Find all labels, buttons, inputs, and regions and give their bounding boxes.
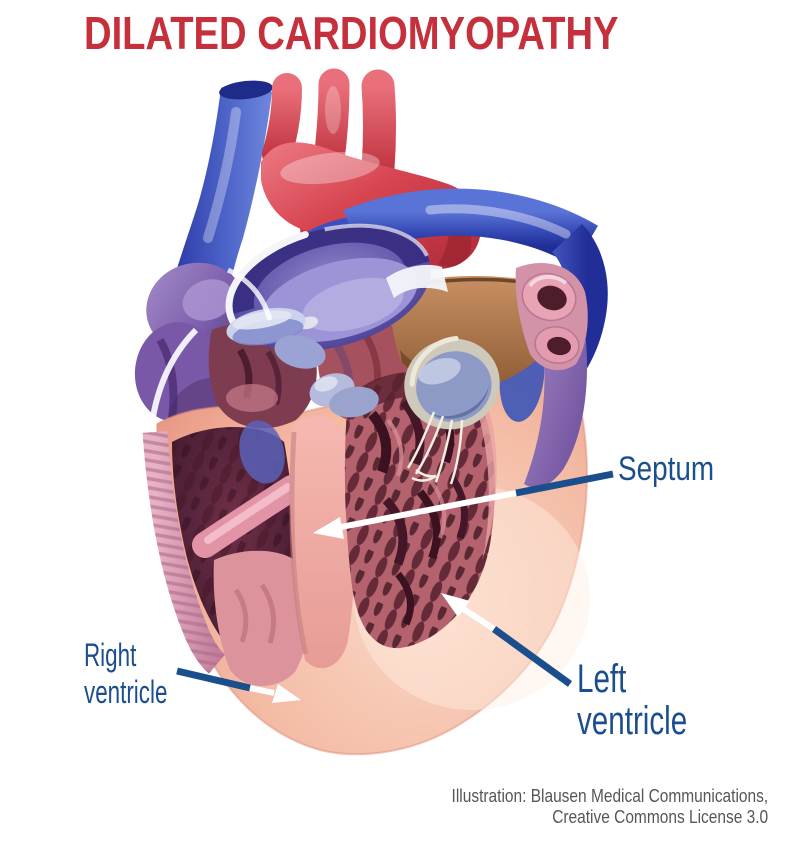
vessel-rim-highlight — [386, 264, 448, 298]
label-right-ventricle-line2: ventricle — [84, 674, 168, 710]
septum-arrowhead — [313, 517, 344, 539]
right-ventricle-inner-wall — [213, 550, 311, 687]
page-title: DILATED CARDIOMYOPATHY — [84, 7, 619, 59]
cut-wall-striations — [142, 431, 226, 674]
left-ventricle-arrowhead — [441, 593, 470, 617]
label-right-ventricle-line1: Right — [84, 637, 137, 673]
label-left-ventricle: Left ventricle — [577, 658, 687, 742]
atrium-rim-highlight — [148, 327, 199, 433]
left-ventricle-leader — [441, 593, 573, 687]
septum-wall — [289, 416, 355, 669]
right-ventricle-cavity — [172, 426, 311, 687]
label-septum: Septum — [618, 452, 714, 486]
superior-vena-cava — [168, 80, 273, 306]
mitral-valve — [404, 335, 500, 430]
valve-leaflet-fragment — [239, 420, 285, 484]
annotation-leaders — [176, 470, 614, 703]
atrium-rim-highlight-2 — [226, 267, 273, 321]
label-septum-text: Septum — [618, 450, 715, 488]
label-right-ventricle: Right ventricle — [84, 637, 167, 711]
label-left-ventricle-line1: Left — [577, 657, 627, 701]
pulmonary-veins — [515, 262, 588, 371]
chordae-tendineae — [406, 411, 464, 485]
attribution: Illustration: Blausen Medical Communicat… — [451, 786, 768, 828]
septum-leader — [313, 470, 614, 539]
aorta-branch-3 — [361, 69, 396, 185]
aortic-valve-cusps — [309, 373, 379, 418]
attribution-line2: Creative Commons License 3.0 — [552, 807, 768, 827]
tricuspid-valve — [226, 307, 326, 484]
right-ventricle-arrowhead — [272, 684, 301, 703]
label-left-ventricle-line2: ventricle — [577, 699, 688, 743]
right-ventricle-leader — [176, 667, 301, 703]
attribution-line1: Illustration: Blausen Medical Communicat… — [451, 786, 768, 806]
